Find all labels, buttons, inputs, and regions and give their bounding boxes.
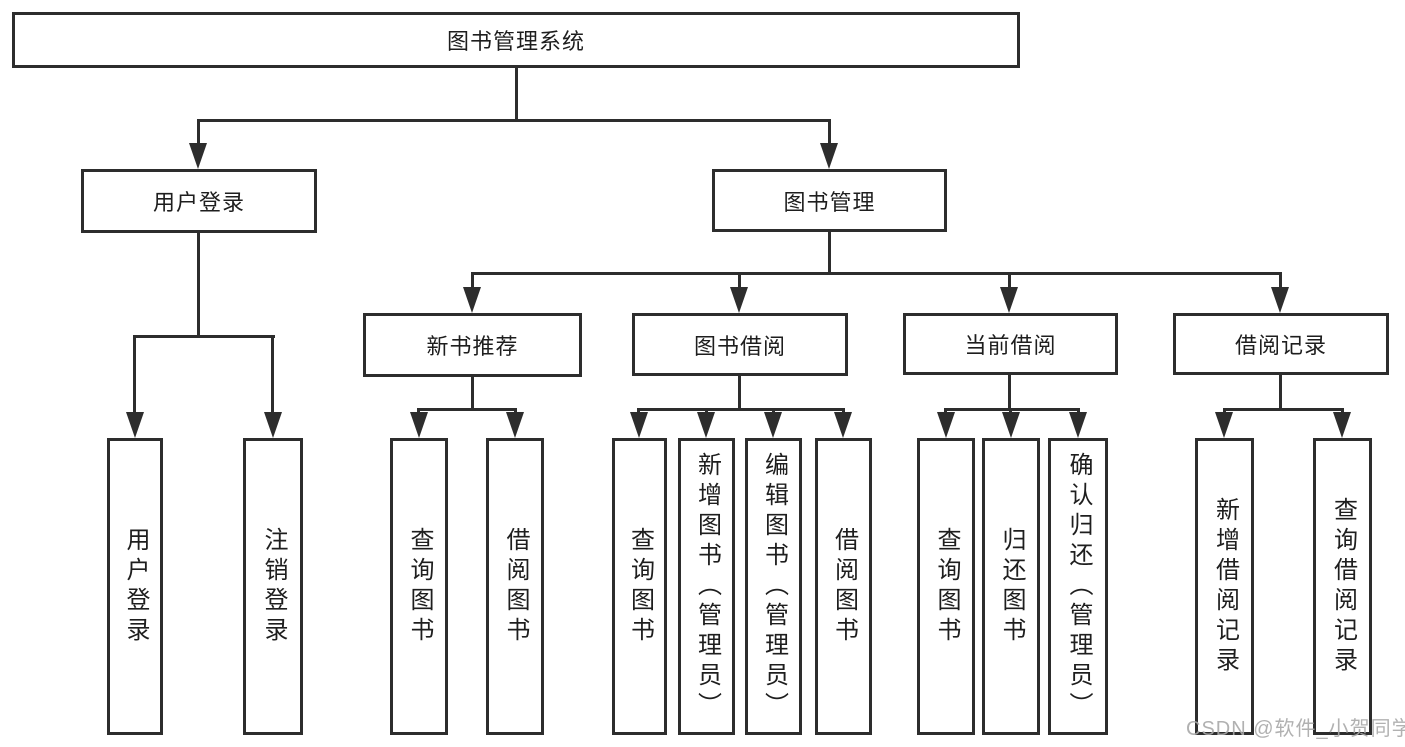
node-leaf-record-add: 新增借阅记录 xyxy=(1195,438,1254,735)
connector-user-login-horizontal xyxy=(134,335,275,338)
leaf-label-current-query: 查询图书 xyxy=(933,526,960,647)
node-borrow-record: 借阅记录 xyxy=(1173,313,1389,375)
arrow-down-icon xyxy=(410,412,428,438)
node-leaf-borrow-query: 查询图书 xyxy=(612,438,667,735)
connector-new-book-vertical xyxy=(471,377,474,411)
node-system-root: 图书管理系统 xyxy=(12,12,1020,68)
node-label-book-borrow: 图书借阅 xyxy=(693,333,786,359)
leaf-label-newbook-borrow: 借阅图书 xyxy=(502,526,529,647)
arrow-down-icon xyxy=(264,412,282,438)
leaf-label-newbook-query: 查询图书 xyxy=(406,526,433,647)
node-label-borrow-record: 借阅记录 xyxy=(1234,333,1327,358)
leaf-label-current-confirm-admin: 确认归还（管理员） xyxy=(1065,451,1092,722)
arrow-down-icon xyxy=(126,412,144,438)
connector-drop-current-borrow xyxy=(1008,272,1011,290)
connector-borrow-record-vertical xyxy=(1279,375,1282,411)
arrow-down-icon xyxy=(506,412,524,438)
connector-book-borrow-vertical xyxy=(738,376,741,411)
connector-current-borrow-vertical xyxy=(1008,375,1011,411)
connector-root-vertical xyxy=(515,68,518,122)
connector-drop-borrow-record xyxy=(1279,272,1282,290)
arrow-down-icon xyxy=(1215,412,1233,438)
node-leaf-borrow-edit-admin: 编辑图书（管理员） xyxy=(745,438,802,735)
connector-drop-new-book xyxy=(471,272,474,290)
arrow-down-icon xyxy=(820,143,838,169)
node-label-book-mgmt: 图书管理 xyxy=(783,189,876,215)
leaf-label-borrow-add-admin: 新增图书（管理员） xyxy=(693,451,721,722)
connector-level1-horizontal xyxy=(197,119,831,122)
node-label-new-book: 新书推荐 xyxy=(426,334,519,359)
node-leaf-user-login: 用户登录 xyxy=(107,438,163,735)
node-leaf-record-query: 查询借阅记录 xyxy=(1313,438,1372,735)
arrow-down-icon xyxy=(937,412,955,438)
arrow-down-icon xyxy=(730,287,748,313)
node-leaf-borrow-add-admin: 新增图书（管理员） xyxy=(678,438,735,735)
arrow-down-icon xyxy=(1271,287,1289,313)
node-label-current-borrow: 当前借阅 xyxy=(964,333,1057,358)
connector-book-mgmt-vertical xyxy=(828,232,831,275)
arrow-down-icon xyxy=(1333,412,1351,438)
arrow-down-icon xyxy=(189,143,207,169)
arrow-down-icon xyxy=(697,412,715,438)
leaf-label-record-add: 新增借阅记录 xyxy=(1211,496,1239,677)
connector-current-borrow-horizontal xyxy=(944,408,1080,411)
connector-borrow-record-horizontal xyxy=(1223,408,1344,411)
connector-user-login-vertical xyxy=(197,233,200,338)
node-leaf-logout: 注销登录 xyxy=(243,438,303,735)
connector-new-book-horizontal xyxy=(417,408,517,411)
arrow-down-icon xyxy=(1000,287,1018,313)
node-user-login: 用户登录 xyxy=(81,169,317,233)
connector-drop-login xyxy=(133,335,136,415)
node-current-borrow: 当前借阅 xyxy=(903,313,1118,375)
connector-drop-user-login xyxy=(197,119,200,146)
arrow-down-icon xyxy=(1069,412,1087,438)
watermark: CSDN @软件_小贺同学 xyxy=(1186,718,1405,740)
leaf-label-record-query: 查询借阅记录 xyxy=(1329,496,1357,677)
connector-drop-logout xyxy=(271,335,274,415)
leaf-label-current-return: 归还图书 xyxy=(998,526,1025,647)
node-label-system-root: 图书管理系统 xyxy=(446,29,585,54)
node-leaf-borrow-borrow: 借阅图书 xyxy=(815,438,872,735)
leaf-label-borrow-borrow: 借阅图书 xyxy=(830,526,858,647)
leaf-label-borrow-edit-admin: 编辑图书（管理员） xyxy=(760,451,788,722)
arrow-down-icon xyxy=(834,412,852,438)
connector-drop-book-borrow xyxy=(738,272,741,290)
arrow-down-icon xyxy=(630,412,648,438)
arrow-down-icon xyxy=(1002,412,1020,438)
leaf-label-logout: 注销登录 xyxy=(260,526,287,647)
node-new-book: 新书推荐 xyxy=(363,313,582,377)
node-leaf-newbook-query: 查询图书 xyxy=(390,438,448,735)
node-book-mgmt: 图书管理 xyxy=(712,169,947,232)
node-leaf-current-query: 查询图书 xyxy=(917,438,975,735)
arrow-down-icon xyxy=(463,287,481,313)
arrow-down-icon xyxy=(764,412,782,438)
leaf-label-borrow-query: 查询图书 xyxy=(626,526,654,647)
node-leaf-newbook-borrow: 借阅图书 xyxy=(486,438,544,735)
connector-drop-book-mgmt xyxy=(828,119,831,146)
node-leaf-current-return: 归还图书 xyxy=(982,438,1040,735)
node-leaf-current-confirm-admin: 确认归还（管理员） xyxy=(1048,438,1108,735)
connector-book-borrow-horizontal xyxy=(637,408,845,411)
node-book-borrow: 图书借阅 xyxy=(632,313,848,376)
node-label-user-login: 用户登录 xyxy=(152,190,245,215)
connector-level3-horizontal xyxy=(471,272,1282,275)
leaf-label-user-login: 用户登录 xyxy=(122,526,149,647)
